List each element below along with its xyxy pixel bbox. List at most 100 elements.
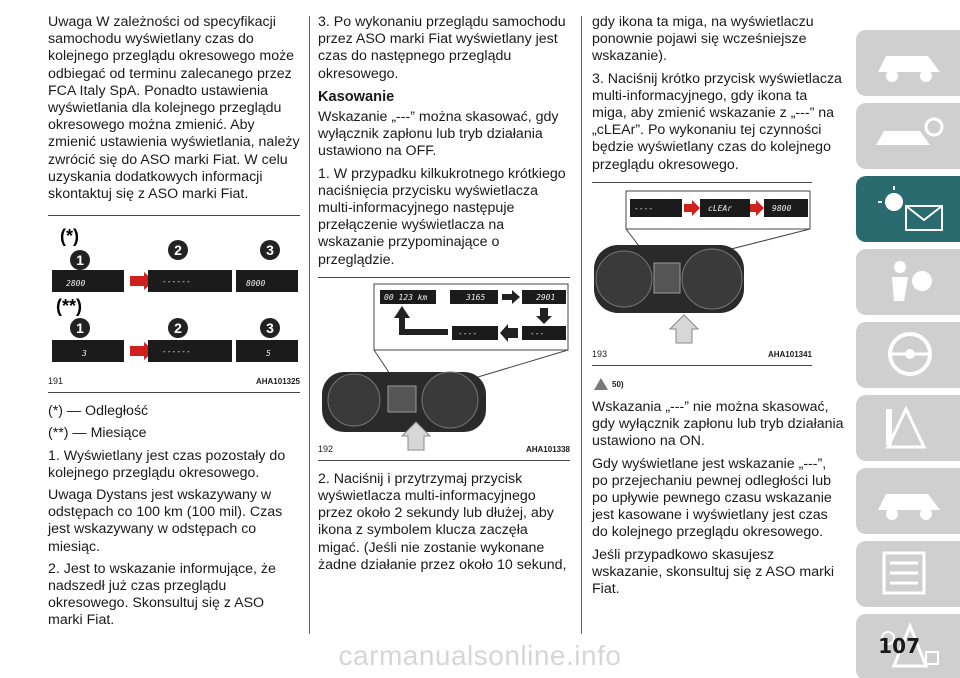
note-paragraph: Uwaga W zależności od specyfikacji samoc… xyxy=(48,14,300,203)
car-icon xyxy=(878,56,940,82)
badge-2b: 2 xyxy=(168,318,188,339)
car-service-icon xyxy=(878,494,940,520)
tab-technical-data[interactable] xyxy=(856,541,960,607)
svg-text:1: 1 xyxy=(76,320,84,336)
note-interval: Uwaga Dystans jest wskazywany w odstępac… xyxy=(48,487,283,555)
pointer-arrow-icon xyxy=(400,421,432,451)
lcd-3b xyxy=(236,340,298,363)
lcd-2b xyxy=(148,340,232,363)
svg-text:2: 2 xyxy=(174,242,182,258)
lcd-2b-text: ------ xyxy=(162,347,191,356)
cannot-reset: Wskazania „---” nie można skasować, gdy … xyxy=(592,399,844,450)
speedometer-gauge xyxy=(681,248,743,310)
note-ref: 50) xyxy=(612,379,624,389)
column-divider xyxy=(309,16,310,634)
tab-warning-lights[interactable] xyxy=(856,176,960,242)
lcd-3b-text: 5 xyxy=(266,349,271,358)
warning-note: 50) xyxy=(594,376,844,393)
figure-number: 192 xyxy=(318,443,334,454)
pointer-arrow-icon xyxy=(668,314,700,344)
clear-diagram: ---- cLEAr 9800 xyxy=(594,190,811,344)
arrow-down-icon xyxy=(536,307,552,324)
checklist-icon xyxy=(882,551,926,595)
warning-triangle-icon xyxy=(594,378,608,391)
lcd-1b xyxy=(52,340,124,363)
svg-text:---: --- xyxy=(530,329,544,338)
accidental-reset: Jeśli przypadkowo skasujesz wskazanie, s… xyxy=(592,546,835,598)
tab-driving[interactable] xyxy=(856,322,960,388)
badge-3a: 3 xyxy=(260,240,280,261)
cluster-diagram: 00 123 km 3165 2901 ---- --- xyxy=(322,283,569,451)
reset-intro: Wskazanie „---” można skasować, gdy wyłą… xyxy=(318,109,559,160)
lcd-odometer xyxy=(380,289,436,304)
airbag-icon xyxy=(892,261,932,301)
figure-number: 193 xyxy=(592,348,608,359)
lcd-distance xyxy=(450,289,498,304)
figure-192: 00 123 km 3165 2901 ---- --- 192 AHA1013… xyxy=(318,276,570,461)
page-number: 107 xyxy=(878,634,920,658)
svg-text:1: 1 xyxy=(76,252,84,268)
figure-number: 191 xyxy=(48,376,64,387)
arrow-up-left-icon xyxy=(399,315,448,335)
tab-index[interactable] xyxy=(856,614,960,678)
lcd-3a-text: 8000 xyxy=(246,279,265,288)
section-heading: Kasowanie xyxy=(318,88,395,105)
svg-text:00 123 km: 00 123 km xyxy=(384,293,428,302)
figure-code: AHA101325 xyxy=(255,377,300,387)
figure-191: (*) 1 2 3 2800 ------ 8000 (**) 1 2 3 3 … xyxy=(48,215,300,394)
svg-text:2901: 2901 xyxy=(536,293,555,302)
group1-label: (*) xyxy=(60,226,79,246)
lcd-2a xyxy=(148,270,232,293)
lcd-dash-1 xyxy=(452,325,498,340)
figure-code: AHA101338 xyxy=(525,444,570,454)
svg-text:2: 2 xyxy=(174,320,182,336)
svg-text:3: 3 xyxy=(266,320,274,336)
figure-code: AHA101341 xyxy=(767,349,812,359)
svg-text:3: 3 xyxy=(266,242,274,258)
auto-reset: Gdy wyświetlane jest wskazanie „---”, po… xyxy=(592,455,832,541)
lcd-1b-text: 3 xyxy=(81,349,87,358)
arrow-red-icon xyxy=(684,199,700,216)
tab-car-overview[interactable] xyxy=(856,30,960,96)
group2-label: (**) xyxy=(56,296,82,316)
column-2: 3. Po wykonaniu przeglądu samochodu prze… xyxy=(318,14,573,579)
figure-193: ---- cLEAr 9800 193 AHA101341 xyxy=(592,181,812,366)
center-display xyxy=(653,262,681,294)
step-2-cont: okresowego. Skonsultuj się z ASO marki F… xyxy=(48,595,265,629)
reset-step-2: 2. Naciśnij i przytrzymaj przycisk wyświ… xyxy=(318,470,567,573)
lcd-3a xyxy=(236,270,298,293)
steering-wheel-icon xyxy=(888,332,932,376)
lcd-1a-text: 2800 xyxy=(66,279,85,288)
badge-1b: 1 xyxy=(70,318,90,339)
wrench-icon xyxy=(885,405,927,449)
arrow-left-icon xyxy=(500,323,518,342)
tab-car-key[interactable] xyxy=(856,103,960,169)
column-3: gdy ikona ta miga, na wyświetlaczu ponow… xyxy=(592,14,844,603)
lcd-dash-2 xyxy=(522,325,566,340)
badge-1a: 1 xyxy=(70,250,90,271)
svg-text:----: ---- xyxy=(634,204,653,213)
tachometer-gauge xyxy=(595,250,653,308)
center-display xyxy=(387,385,417,413)
legend-distance: (*) — Odległość xyxy=(48,403,149,420)
car-key-icon xyxy=(876,117,944,145)
svg-text:3165: 3165 xyxy=(465,293,485,302)
lcd-clear xyxy=(700,198,750,217)
lcd-dash xyxy=(630,198,682,217)
warning-light-message-icon xyxy=(878,186,943,231)
column-1: Uwaga W zależności od specyfikacji samoc… xyxy=(48,14,300,635)
reset-step-3: 3. Naciśnij krótko przycisk wyświetlacza… xyxy=(592,70,842,173)
watermark: carmanualsonline.info xyxy=(338,640,622,671)
lcd-2a-text: ------ xyxy=(162,277,191,286)
svg-text:9800: 9800 xyxy=(772,204,791,213)
reset-step-2-cont: gdy ikona ta miga, na wyświetlaczu ponow… xyxy=(592,14,814,65)
tab-maintenance[interactable] xyxy=(856,468,960,534)
tab-emergency[interactable] xyxy=(856,395,960,461)
step-1: 1. Wyświetlany jest czas pozostały do ko… xyxy=(48,447,286,481)
tab-safety[interactable] xyxy=(856,249,960,315)
service-reminder-diagram: (*) 1 2 3 2800 ------ 8000 (**) 1 2 3 3 … xyxy=(52,226,298,363)
tachometer-gauge xyxy=(327,373,381,427)
svg-text:----: ---- xyxy=(458,329,477,338)
step-3: 3. Po wykonaniu przeglądu samochodu prze… xyxy=(318,14,566,82)
reset-step-1: 1. W przypadku kilkukrotnego krótkiego n… xyxy=(318,165,566,268)
